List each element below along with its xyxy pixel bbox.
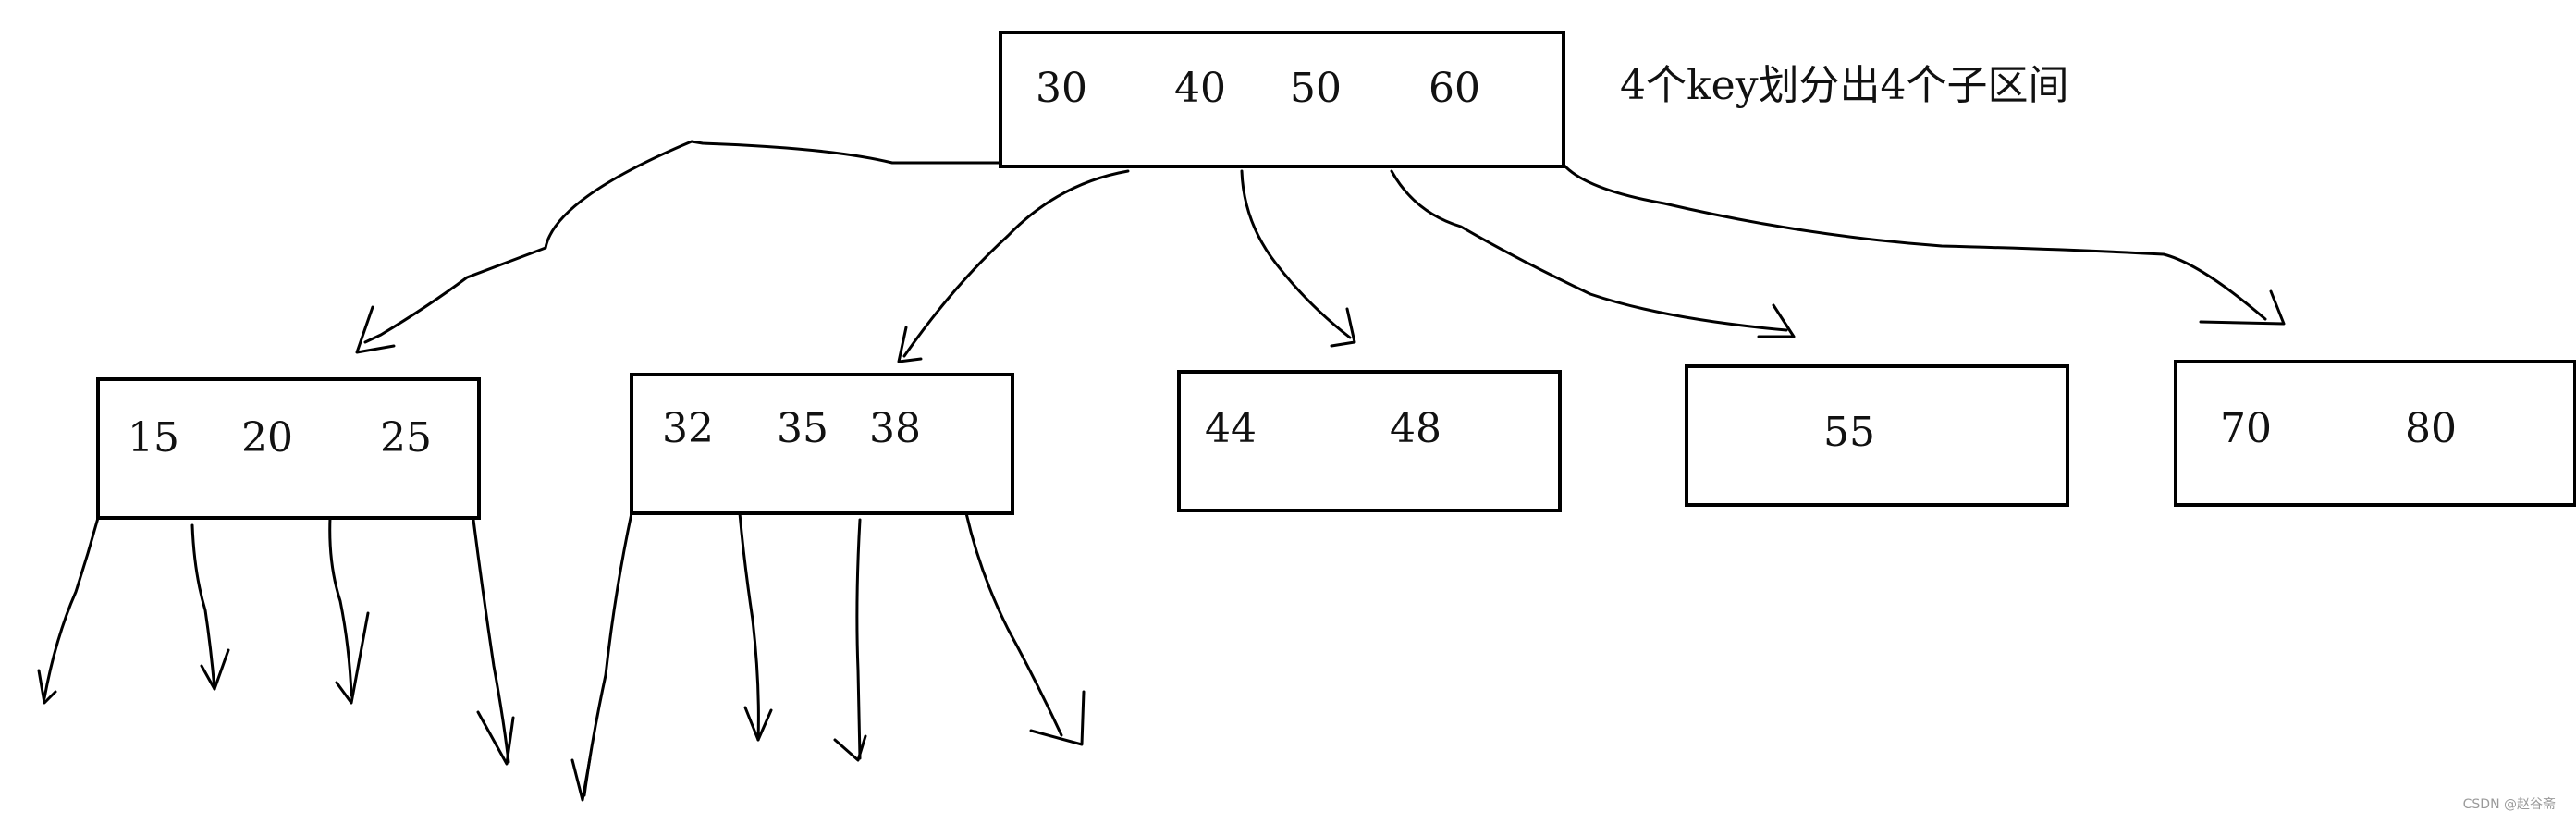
child-node-box	[96, 377, 481, 520]
arrow-child-2-subtree-1	[583, 511, 633, 797]
arrow-child-2-subtree-3	[855, 518, 862, 760]
arrowhead-child-1-subtree-1	[37, 669, 57, 705]
arrow-root-to-child-3	[1240, 169, 1352, 339]
arrowhead-child-2	[897, 326, 923, 363]
child-node-box	[1685, 364, 2069, 507]
arrow-child-1-subtree-2	[190, 523, 216, 691]
child-1-subtree-arrows	[37, 516, 515, 766]
arrow-child-2-subtree-2	[738, 511, 760, 742]
arrowhead-child-1-subtree-2	[200, 648, 230, 691]
child-node-1: 15 20 25	[96, 377, 481, 520]
arrow-root-to-child-1	[363, 140, 1002, 344]
root-key: 60	[1429, 65, 1480, 112]
arrowhead-child-1-subtree-4	[476, 710, 515, 766]
arrowhead-child-1-subtree-3	[335, 611, 370, 705]
child-key: 35	[777, 405, 828, 452]
child-2-subtree-arrows	[570, 511, 1086, 802]
child-node-4: 55	[1685, 364, 2069, 507]
child-key: 15	[128, 414, 179, 461]
child-key: 55	[1823, 409, 1875, 456]
child-node-box	[2174, 360, 2576, 507]
root-key: 50	[1290, 65, 1342, 112]
arrowhead-child-2-subtree-1	[570, 756, 592, 802]
child-node-3: 44 48	[1177, 370, 1562, 512]
child-node-2: 32 35 38	[630, 373, 1014, 515]
arrowhead-child-4	[1757, 303, 1796, 338]
arrow-root-to-child-5	[1562, 163, 2267, 321]
child-key: 70	[2220, 405, 2272, 452]
child-key: 38	[869, 405, 921, 452]
root-node-box	[999, 31, 1565, 168]
arrow-child-2-subtree-4	[964, 511, 1063, 737]
child-key: 32	[662, 405, 714, 452]
arrow-child-1-subtree-4	[472, 518, 510, 764]
child-key: 20	[241, 414, 293, 461]
child-key: 48	[1390, 405, 1441, 452]
arrowhead-child-2-subtree-4	[1029, 690, 1086, 746]
arrow-root-to-child-4	[1390, 169, 1788, 332]
child-node-box	[1177, 370, 1562, 512]
root-child-arrows	[355, 140, 2286, 363]
root-node: 30 40 50 60	[999, 31, 1565, 168]
arrowhead-child-2-subtree-2	[743, 706, 773, 742]
child-key: 80	[2405, 405, 2457, 452]
arrow-root-to-child-2	[902, 169, 1130, 358]
child-node-5: 70 80	[2174, 360, 2576, 507]
arrowhead-child-5	[2199, 289, 2286, 326]
root-key: 40	[1174, 65, 1226, 112]
arrowhead-child-2-subtree-3	[833, 734, 867, 762]
annotation-text: 4个key划分出4个子区间	[1620, 62, 2069, 109]
watermark-text: CSDN @赵谷斋	[2462, 797, 2556, 812]
arrow-child-1-subtree-1	[43, 516, 100, 700]
arrowhead-child-1	[355, 305, 396, 354]
arrowhead-child-3	[1330, 307, 1356, 348]
root-key: 30	[1036, 65, 1087, 112]
child-node-box	[630, 373, 1014, 515]
arrow-child-1-subtree-3	[328, 516, 353, 697]
child-key: 44	[1205, 405, 1257, 452]
child-key: 25	[380, 414, 432, 461]
